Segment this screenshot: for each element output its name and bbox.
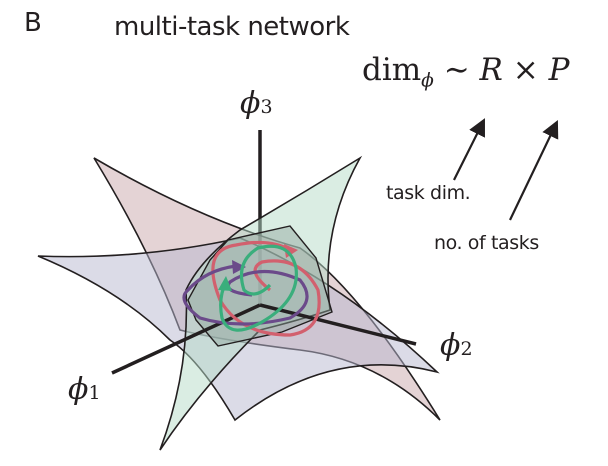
dimension-equation: dimϕ ∼ R × P	[362, 52, 569, 92]
num-tasks-label: no. of tasks	[434, 232, 539, 254]
equation-subscript: ϕ	[421, 70, 434, 92]
phi2-symbol: ϕ	[440, 328, 461, 363]
arrow-task-dim	[453, 118, 485, 181]
phi1-symbol: ϕ	[68, 372, 89, 407]
trajectory-green	[219, 244, 298, 332]
trajectory-red	[211, 240, 321, 337]
axis-phi2	[259, 303, 417, 346]
arrow-num-tasks	[509, 120, 559, 221]
axis-label-phi2: ϕ2	[440, 328, 473, 363]
equation-tilde: ∼	[443, 52, 470, 88]
equation-times: ×	[512, 52, 539, 88]
panel-title: multi-task network	[114, 12, 350, 42]
trajectory-green-arrow	[218, 276, 232, 291]
task-dim-label: task dim.	[386, 182, 471, 204]
equation-factor-p: P	[548, 52, 570, 88]
equation-factor-r: R	[479, 52, 503, 88]
trajectory-red-arrow	[284, 244, 298, 258]
axis-label-phi1: ϕ1	[68, 372, 101, 407]
axis-label-phi3: ϕ3	[240, 86, 273, 121]
equation-dim: dim	[362, 52, 422, 88]
panel-letter: B	[24, 8, 42, 38]
phi1-index: 1	[88, 382, 101, 404]
trajectory-purple-arrow	[232, 260, 246, 274]
phi2-index: 2	[460, 338, 473, 360]
trajectory-purple	[182, 264, 309, 326]
phi3-symbol: ϕ	[240, 86, 261, 121]
phi3-index: 3	[260, 96, 273, 118]
